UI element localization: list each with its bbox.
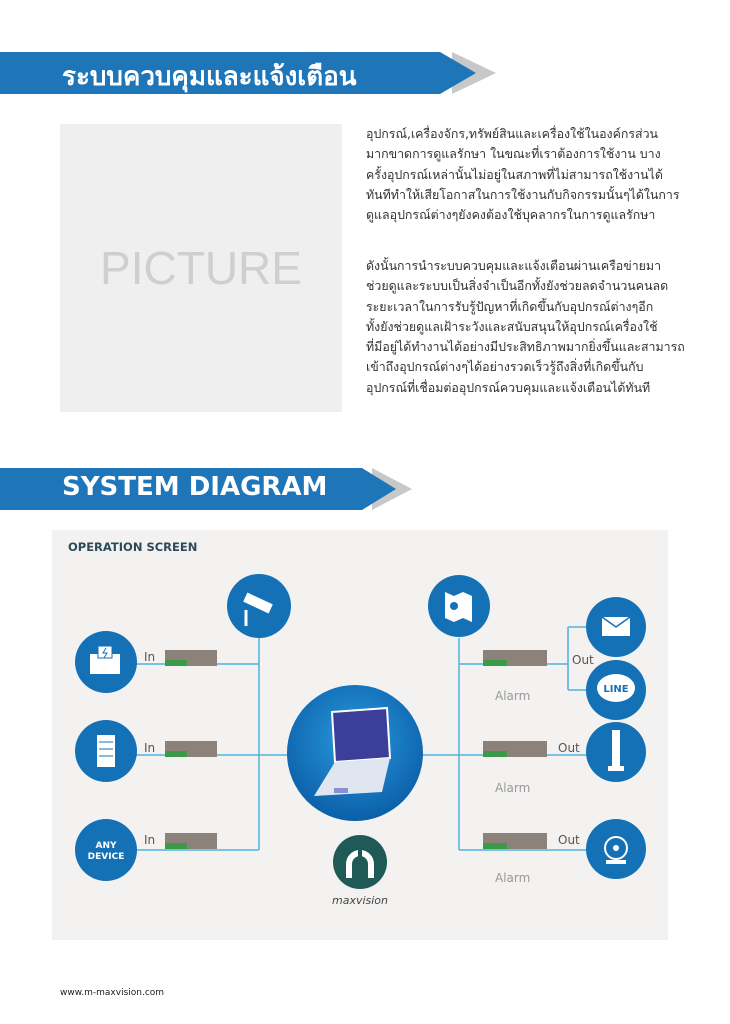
io-controller-devices [165, 650, 547, 849]
any-device-text: DEVICE [88, 852, 125, 862]
text-line: ช่วยดูและระบบเป็นสิ่งจำเป็นอีกทั้งยังช่ว… [366, 278, 669, 294]
maxvision-logo: maxvision [332, 835, 388, 907]
footer-url: www.m-maxvision.com [60, 988, 165, 998]
cctv-camera-icon [227, 574, 291, 638]
banner-arrow [362, 468, 396, 510]
solution-paragraph: ดังนั้นการนำระบบควบคุมและแจ้งเตือนผ่านเค… [366, 256, 685, 398]
text-line: ระยะเวลาในการรับรู้ปัญหาที่เกิดขึ้นกับอุ… [366, 298, 654, 314]
out-label: Out [572, 653, 594, 667]
text-line: ดังนั้นการนำระบบควบคุมและแจ้งเตือนผ่านเค… [366, 258, 662, 273]
signal-tower-light-icon [586, 722, 646, 782]
io-controller-device [165, 833, 217, 849]
alarm-label: Alarm [495, 689, 530, 703]
banner-bar [0, 468, 362, 510]
laptop-operation-screen-icon [287, 685, 423, 821]
out-label: Out [558, 833, 580, 847]
section-banner-diagram: SYSTEM DIAGRAM [0, 468, 420, 510]
intro-paragraph: อุปกรณ์,เครื่องจักร,ทรัพย์สินและเครื่องใ… [366, 124, 680, 225]
any-device-icon: ANY DEVICE [75, 819, 137, 881]
logo-text: maxvision [332, 894, 388, 907]
io-controller-device [483, 650, 547, 666]
text-line: ที่มีอยู่ได้ทำงานได้อย่างมีประสิทธิภาพมา… [366, 339, 685, 355]
line-app-icon: LINE [586, 660, 646, 720]
section-title: ระบบควบคุมและแจ้งเตือน [62, 62, 357, 92]
out-label: Out [558, 741, 580, 755]
in-label: In [144, 833, 155, 847]
text-line: ดูแลอุปกรณ์ต่างๆยังคงต้องใช้บุคลากรในการ… [366, 207, 656, 223]
email-icon [586, 597, 646, 657]
io-controller-device [165, 650, 217, 666]
io-controller-device [165, 741, 217, 757]
io-controller-device [483, 741, 547, 757]
map-location-icon [428, 575, 490, 637]
alarm-label: Alarm [495, 871, 530, 885]
system-diagram: OPERATION SCREEN [52, 530, 668, 940]
generator-icon [75, 631, 137, 693]
text-line: อุปกรณ์ที่เชื่อมต่ออุปกรณ์ควบคุมและแจ้งเ… [366, 379, 651, 395]
text-line: มากขาดการดูแลรักษา ในขณะที่เราต้องการใช้… [366, 146, 661, 162]
section-title: SYSTEM DIAGRAM [62, 472, 328, 502]
picture-placeholder: PICTURE [60, 124, 342, 412]
line-badge-text: LINE [603, 684, 628, 695]
text-line: ครั้งอุปกรณ์เหล่านั้นไม่อยู่ในสภาพที่ไม่… [366, 166, 663, 182]
io-controller-device [483, 833, 547, 849]
in-label: In [144, 650, 155, 664]
server-rack-icon [75, 720, 137, 782]
text-line: ทันทีทำให้เสียโอกาสในการใช้งานกับกิจกรรม… [366, 186, 680, 202]
in-label: In [144, 741, 155, 755]
alarm-bell-icon [586, 819, 646, 879]
labels: In In In Out Out Out Alarm Alarm Alarm [144, 650, 594, 885]
section-banner-control: ระบบควบคุมและแจ้งเตือน [0, 52, 500, 94]
text-line: เข้าถึงอุปกรณ์ต่างๆได้อย่างรวดเร็วรู้ถึง… [366, 359, 644, 375]
alarm-label: Alarm [495, 781, 530, 795]
diagram-svg: ANY DEVICE In In In Out [75, 574, 646, 907]
text-line: อุปกรณ์,เครื่องจักร,ทรัพย์สินและเครื่องใ… [366, 126, 659, 141]
operation-screen-label: OPERATION SCREEN [68, 540, 198, 554]
banner-bar [0, 52, 440, 94]
banner-arrow [440, 52, 476, 94]
any-device-text: ANY [95, 841, 116, 851]
text-line: ทั้งยังช่วยดูแลเฝ้าระวังและสนับสนุนให้อุ… [366, 318, 658, 334]
